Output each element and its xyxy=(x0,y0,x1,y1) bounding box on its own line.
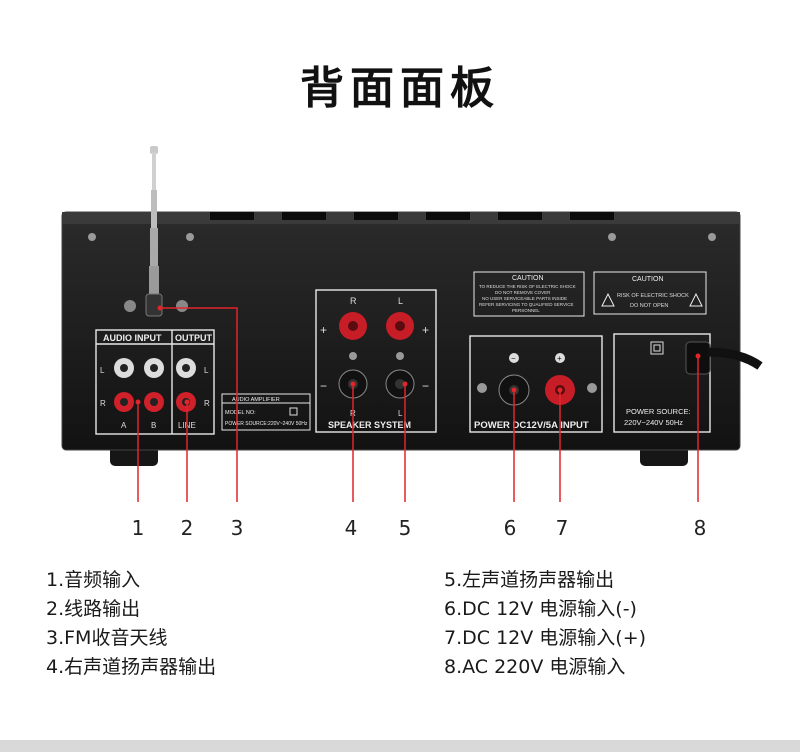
callout-number-1: 1 xyxy=(131,516,145,540)
speaker-system-label: SPEAKER SYSTEM xyxy=(328,420,411,430)
page-title: 背面面板 xyxy=(300,63,500,114)
output-label: OUTPUT xyxy=(175,333,213,343)
legend-item: 5.左声道扬声器输出 xyxy=(444,569,615,591)
legend-right: 5.左声道扬声器输出 6.DC 12V 电源输入(-) 7.DC 12V 电源输… xyxy=(444,566,646,682)
svg-text:+: + xyxy=(557,354,562,363)
callout-number-3: 3 xyxy=(230,516,244,540)
legend-item: 4.右声道扬声器输出 xyxy=(46,656,217,678)
callout-number-6: 6 xyxy=(503,516,517,540)
dc-input-label: POWER DC12V/5A INPUT xyxy=(474,420,589,431)
callout-number-2: 2 xyxy=(180,516,194,540)
legend-item: 6.DC 12V 电源输入(-) xyxy=(444,598,637,620)
svg-text:L: L xyxy=(398,409,403,418)
svg-text:REFER SERVICING TO QUALIFIED S: REFER SERVICING TO QUALIFIED SERVICE xyxy=(479,302,573,307)
plate-power: POWER SOURCE:220V~240V 50Hz xyxy=(225,421,308,427)
ac-power-label-2: 220V~240V 50Hz xyxy=(624,418,683,427)
caution2-title: CAUTION xyxy=(632,276,664,283)
svg-text:L: L xyxy=(398,296,403,306)
svg-text:−: − xyxy=(320,379,327,393)
plate-title: AUDIO AMPLIFIER xyxy=(232,397,280,403)
svg-text:R: R xyxy=(204,399,210,408)
callout-dots xyxy=(135,305,701,405)
callout-number-5: 5 xyxy=(398,516,412,540)
legend-item: 2.线路输出 xyxy=(46,598,141,620)
svg-text:NO USER SERVICEABLE PARTS INSI: NO USER SERVICEABLE PARTS INSIDE xyxy=(482,296,567,301)
callout-number-4: 4 xyxy=(344,516,358,540)
svg-text:A: A xyxy=(121,421,127,430)
svg-text:DO NOT OPEN: DO NOT OPEN xyxy=(630,303,668,309)
legend-item: 8.AC 220V 电源输入 xyxy=(444,656,626,678)
legend-item: 7.DC 12V 电源输入(+) xyxy=(444,627,647,649)
svg-text:R: R xyxy=(100,399,106,408)
svg-text:DO NOT REMOVE COVER: DO NOT REMOVE COVER xyxy=(495,290,551,295)
svg-text:R: R xyxy=(350,296,357,306)
svg-text:−: − xyxy=(422,379,429,393)
shock-warning-icon xyxy=(601,292,615,307)
amplifier-rear-panel: AUDIO INPUT OUTPUT L R L R A B LINE AUDI… xyxy=(61,146,763,502)
callout-number-7: 7 xyxy=(555,516,569,540)
svg-text:+: + xyxy=(422,323,429,337)
bottom-bar xyxy=(0,740,800,752)
audio-input-label: AUDIO INPUT xyxy=(103,333,162,343)
callout-number-8: 8 xyxy=(693,516,707,540)
caution-title: CAUTION xyxy=(512,275,544,282)
screw-icons xyxy=(88,233,716,241)
svg-text:TO REDUCE THE RISK OF ELECTRIC: TO REDUCE THE RISK OF ELECTRIC SHOCK xyxy=(479,284,576,289)
svg-text:−: − xyxy=(511,354,516,363)
svg-text:B: B xyxy=(151,421,156,430)
plate-model: MODEL NO: xyxy=(225,410,256,416)
svg-text:+: + xyxy=(320,323,327,337)
legend-item: 3.FM收音天线 xyxy=(46,627,168,649)
svg-text:L: L xyxy=(100,366,105,375)
antenna-icon xyxy=(124,146,188,317)
svg-text:PERSONNEL: PERSONNEL xyxy=(512,308,540,313)
legend-left: 1.音频输入 2.线路输出 3.FM收音天线 4.右声道扬声器输出 xyxy=(46,566,216,682)
legend-item: 1.音频输入 xyxy=(46,569,141,591)
svg-text:L: L xyxy=(204,366,209,375)
svg-text:RISK OF ELECTRIC SHOCK: RISK OF ELECTRIC SHOCK xyxy=(617,293,689,299)
ac-power-label-1: POWER SOURCE: xyxy=(626,407,691,416)
callout-lines xyxy=(137,307,699,502)
